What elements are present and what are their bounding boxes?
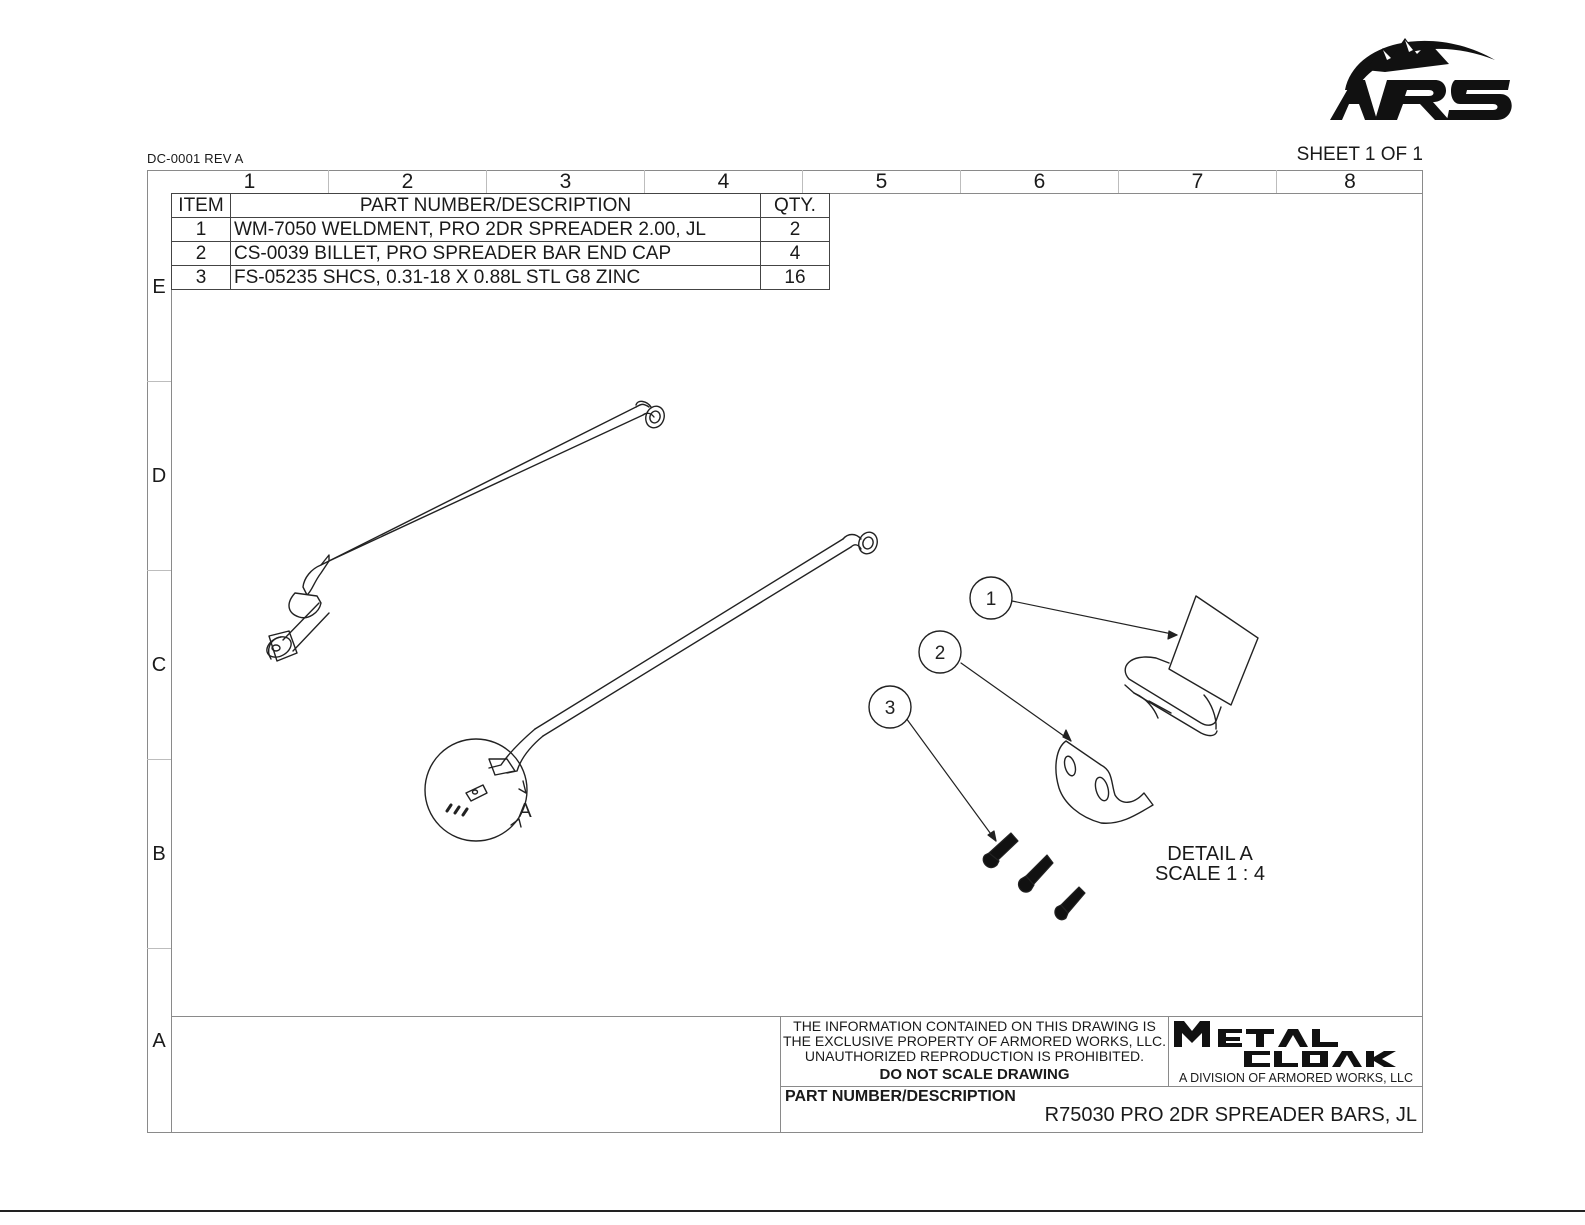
screws xyxy=(982,832,1086,921)
spreader-bar-lower xyxy=(488,531,878,776)
do-not-scale-note: DO NOT SCALE DRAWING xyxy=(879,1066,1070,1083)
title-block-divider xyxy=(780,1086,1423,1087)
balloon-3 xyxy=(868,685,912,729)
bom-row: 2 CS-0039 BILLET, PRO SPREADER BAR END C… xyxy=(171,241,830,266)
detail-marker: A xyxy=(518,800,532,822)
zone-column-7: 7 xyxy=(1119,170,1277,193)
zone-column-8: 8 xyxy=(1344,170,1356,193)
balloon-2 xyxy=(918,630,962,674)
division-text: A DIVISION OF ARMORED WORKS, LLC xyxy=(1178,1071,1414,1085)
bom-header-qty: QTY. xyxy=(760,193,830,218)
bom-row: 1 WM-7050 WELDMENT, PRO 2DR SPREADER 2.0… xyxy=(171,217,830,242)
zone-column-6: 6 xyxy=(961,170,1119,193)
title-block-top-line xyxy=(171,1016,1423,1017)
zone-row-a: A xyxy=(152,1029,166,1052)
bom-item: 3 xyxy=(171,265,231,290)
zone-column-2: 2 xyxy=(329,170,487,193)
balloon-3-label: 3 xyxy=(885,698,896,719)
detail-circle-a xyxy=(424,738,528,842)
balloon-1 xyxy=(969,576,1013,620)
balloon-2-label: 2 xyxy=(935,643,946,664)
detail-title: DETAIL A xyxy=(1167,843,1253,865)
zone-row-b: B xyxy=(147,760,171,949)
part-number-label: PART NUMBER/DESCRIPTION xyxy=(785,1088,1016,1105)
end-cap-detail-1 xyxy=(1124,595,1259,737)
bom-header-item: ITEM xyxy=(171,193,231,218)
zone-column-4: 4 xyxy=(645,170,803,193)
bom-qty: 4 xyxy=(760,241,830,266)
balloon-leaders xyxy=(905,600,1178,842)
metal-cloak-logo xyxy=(1174,1021,1396,1067)
part-number-value: R75030 PRO 2DR SPREADER BARS, JL xyxy=(1044,1104,1417,1126)
bom-item: 2 xyxy=(171,241,231,266)
bom-row: 3 FS-05235 SHCS, 0.31-18 X 0.88L STL G8 … xyxy=(171,265,830,290)
assembly-drawing: 1 2 3 A xyxy=(266,400,1259,921)
notice-line: THE EXCLUSIVE PROPERTY OF ARMORED WORKS,… xyxy=(782,1033,1166,1049)
balloons xyxy=(868,576,1013,729)
document-code: DC-0001 REV A xyxy=(147,151,244,166)
title-block-divider xyxy=(1168,1016,1169,1086)
bom-qty: 2 xyxy=(760,217,830,242)
drawing-frame xyxy=(147,170,1423,1133)
proprietary-notice: THE INFORMATION CONTAINED ON THIS DRAWIN… xyxy=(782,1019,1167,1064)
zone-column-5: 5 xyxy=(803,170,961,193)
balloon-1-label: 1 xyxy=(986,589,997,610)
page-bottom-rule xyxy=(0,1210,1585,1212)
notice-line: THE INFORMATION CONTAINED ON THIS DRAWIN… xyxy=(793,1018,1156,1034)
detail-scale: SCALE 1 : 4 xyxy=(1154,863,1266,885)
bom-description: CS-0039 BILLET, PRO SPREADER BAR END CAP xyxy=(230,241,761,266)
title-block-divider xyxy=(780,1016,781,1133)
end-cap-detail-2 xyxy=(1055,740,1154,824)
zone-row-d: D xyxy=(147,382,171,571)
zone-row-e: E xyxy=(147,193,171,382)
bom-description: FS-05235 SHCS, 0.31-18 X 0.88L STL G8 ZI… xyxy=(230,265,761,290)
notice-line: UNAUTHORIZED REPRODUCTION IS PROHIBITED. xyxy=(804,1048,1145,1064)
bom-description: WM-7050 WELDMENT, PRO 2DR SPREADER 2.00,… xyxy=(230,217,761,242)
zone-row-c: C xyxy=(147,571,171,760)
bom-qty: 16 xyxy=(760,265,830,290)
detail-label: DETAIL A SCALE 1 : 4 xyxy=(1140,844,1280,884)
spreader-bar-upper xyxy=(266,400,665,662)
bom-item: 1 xyxy=(171,217,231,242)
sheet-label: SHEET 1 OF 1 xyxy=(1296,144,1423,165)
zone-column-3: 3 xyxy=(487,170,645,193)
zone-column-1: 1 xyxy=(171,170,329,193)
bill-of-materials: ITEM PART NUMBER/DESCRIPTION QTY. 1 WM-7… xyxy=(171,193,830,290)
bom-header-description: PART NUMBER/DESCRIPTION xyxy=(230,193,761,218)
bom-header-row: ITEM PART NUMBER/DESCRIPTION QTY. xyxy=(171,193,830,218)
ars-logo xyxy=(1330,38,1512,120)
